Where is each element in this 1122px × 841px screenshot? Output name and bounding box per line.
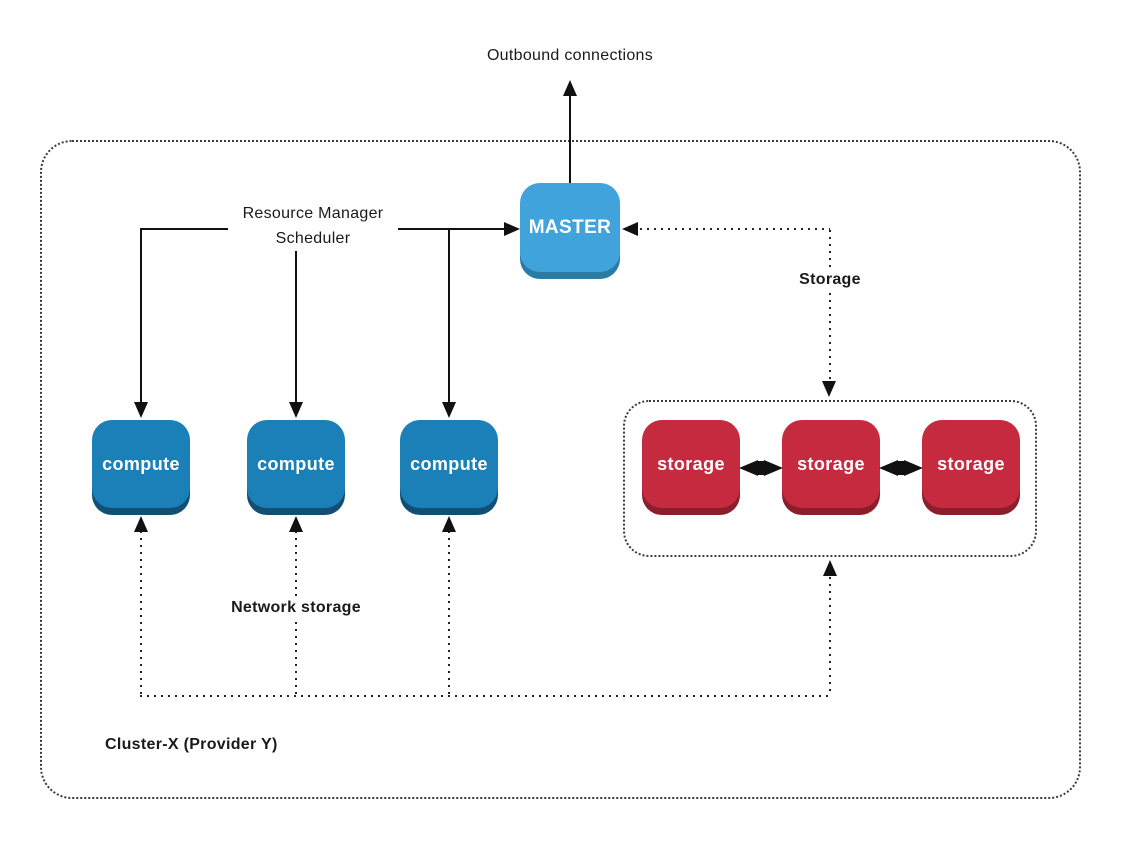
network-storage-vdot-3: [448, 531, 450, 696]
double-arrow-right-head: [904, 460, 923, 476]
storage-node-1-label: storage: [657, 453, 725, 474]
cluster-boundary-box: [40, 140, 1081, 799]
arrow-down-storage-box-icon: [822, 381, 836, 397]
outbound-connections-label: Outbound connections: [486, 47, 654, 64]
compute-node-1: compute: [92, 420, 190, 508]
cluster-name-label: Cluster-X (Provider Y): [105, 736, 278, 753]
network-storage-vdot-right: [829, 577, 831, 696]
double-arrow-right-head: [764, 460, 783, 476]
outbound-arrow-line: [569, 95, 571, 183]
network-storage-hdot: [140, 695, 831, 697]
compute-node-2-label: compute: [257, 453, 335, 474]
arrow-down-compute2-icon: [289, 402, 303, 418]
compute-node-2: compute: [247, 420, 345, 508]
compute3-down-line: [448, 230, 450, 402]
resource-manager-label: Resource Manager Scheduler: [228, 201, 398, 251]
compute-node-1-label: compute: [102, 453, 180, 474]
storage-node-2-label: storage: [797, 453, 865, 474]
storage-node-1: storage: [642, 420, 740, 508]
compute-node-3: compute: [400, 420, 498, 508]
storage-link-label: Storage: [788, 270, 872, 290]
network-storage-label: Network storage: [212, 597, 380, 618]
compute1-down-line: [140, 228, 142, 402]
resource-manager-label-line1: Resource Manager: [242, 205, 384, 222]
double-arrow-left-head: [879, 460, 898, 476]
storage-cluster-boundary-box: [623, 400, 1037, 557]
compute-node-3-label: compute: [410, 453, 488, 474]
storage-node-3: storage: [922, 420, 1020, 508]
storage-node-2: storage: [782, 420, 880, 508]
arrow-right-into-master-icon: [504, 222, 520, 236]
arrow-down-compute1-icon: [134, 402, 148, 418]
compute2-down-line: [295, 230, 297, 402]
master-node-label: MASTER: [528, 216, 612, 238]
double-arrow-left-head: [739, 460, 758, 476]
arrow-down-compute3-icon: [442, 402, 456, 418]
arrow-up-compute3-icon: [442, 516, 456, 532]
network-storage-vdot-1: [140, 531, 142, 696]
storage-node-3-label: storage: [937, 453, 1005, 474]
arrow-left-into-master-icon: [622, 222, 638, 236]
master-node: MASTER: [520, 183, 620, 272]
double-arrow-storage-1-2-icon: [739, 460, 783, 476]
arrow-up-storage-box-icon: [823, 560, 837, 576]
double-arrow-bar: [758, 461, 764, 475]
arrow-up-compute1-icon: [134, 516, 148, 532]
resource-manager-label-line2: Scheduler: [275, 230, 351, 247]
storage-link-hdot: [640, 228, 830, 230]
arrow-up-icon: [563, 80, 577, 96]
double-arrow-storage-2-3-icon: [879, 460, 923, 476]
arrow-up-compute2-icon: [289, 516, 303, 532]
double-arrow-bar: [898, 461, 904, 475]
storage-link-vdot: [829, 230, 831, 380]
